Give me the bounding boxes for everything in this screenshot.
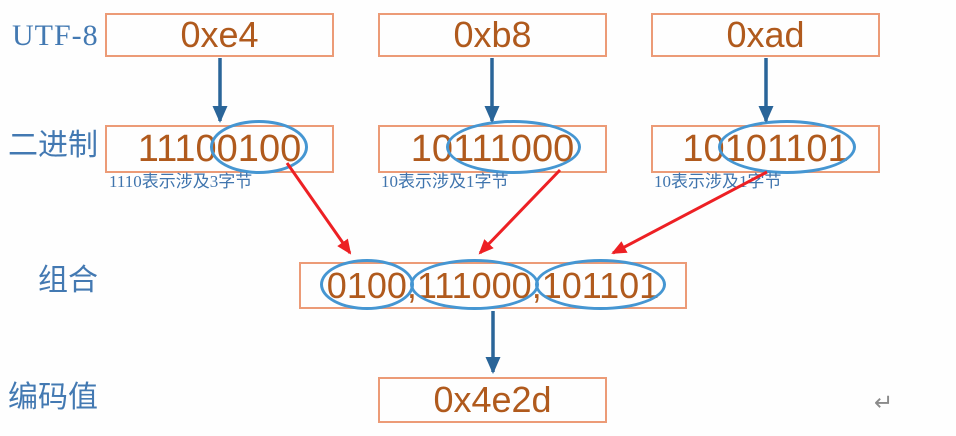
binary-payload-3: 101101 (724, 128, 849, 170)
combo-part-3: 101101 (541, 264, 660, 306)
hex-byte-value-3: 0xad (726, 14, 805, 55)
hex-byte-box-2: 0xb8 (378, 13, 607, 57)
binary-circled-group-1: 0100 (209, 120, 309, 174)
combo-circled-group-3: 101101 (534, 258, 667, 310)
binary-note-1: 1110表示涉及3字节 (109, 172, 253, 191)
hex-byte-value-1: 0xe4 (180, 14, 259, 55)
binary-payload-2: 111000 (453, 128, 575, 170)
combo-part-1: 0100 (326, 264, 407, 306)
binary-prefix-1: 1110 (137, 128, 217, 170)
combo-circled-group-2: 111000 (409, 258, 539, 310)
binary-payload-1: 0100 (216, 128, 302, 170)
hex-byte-box-3: 0xad (651, 13, 880, 57)
row-label-combine: 组合 (38, 264, 98, 297)
row-label-utf8: UTF-8 (12, 19, 99, 52)
combination-box: 0100,111000,101101 (299, 258, 687, 310)
combo-comma-2: , (531, 264, 542, 306)
arrow-payload1-to-combination (285, 162, 352, 255)
row-label-binary: 二进制 (8, 129, 98, 162)
combo-part-2: 111000 (416, 264, 532, 306)
hex-byte-value-2: 0xb8 (453, 14, 532, 55)
binary-note-2: 10表示涉及1字节 (381, 172, 509, 191)
encoded-value-box: 0x4e2d (378, 377, 607, 423)
binary-note-3: 10表示涉及1字节 (654, 172, 782, 191)
binary-prefix-3: 10 (682, 128, 725, 170)
binary-circled-group-3: 101101 (717, 120, 856, 174)
binary-prefix-2: 10 (410, 128, 454, 170)
combo-comma-1: , (406, 264, 417, 306)
combo-circled-group-1: 0100 (319, 258, 414, 310)
row-label-encoded: 编码值 (8, 381, 98, 414)
encoded-value: 0x4e2d (433, 379, 552, 420)
binary-circled-group-2: 111000 (446, 120, 582, 174)
return-mark: ↵ (874, 390, 894, 416)
hex-byte-box-1: 0xe4 (105, 13, 334, 57)
